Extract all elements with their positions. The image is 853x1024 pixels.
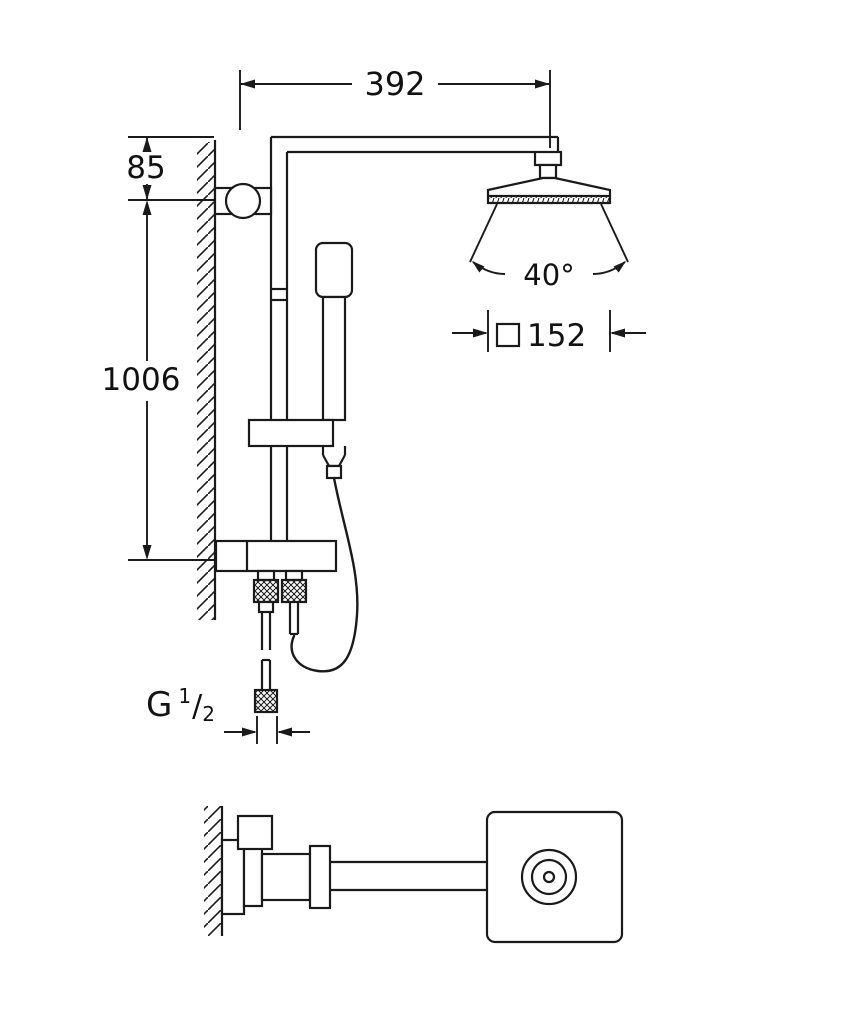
thread-slash: / — [192, 689, 203, 724]
connector-knurled-nut — [252, 578, 280, 604]
plan-valve-body — [260, 852, 312, 902]
thread-fitting — [253, 658, 279, 714]
plan-diverter-knob — [236, 814, 274, 851]
valve-body — [214, 539, 338, 573]
bracket-escutcheon — [224, 182, 262, 220]
square-symbol-icon — [495, 322, 521, 348]
arrow-right-icon — [535, 79, 550, 89]
wall-hatching — [197, 142, 215, 620]
plan-head-connector-center — [542, 870, 556, 884]
connector-step — [257, 600, 275, 614]
arrow-down-icon — [142, 545, 152, 560]
spray-angle-label: 40° — [523, 258, 574, 292]
handle-taper — [322, 454, 346, 468]
hand-shower-handle — [321, 295, 347, 422]
arrow-icon — [472, 261, 485, 273]
arrow-left-icon — [610, 328, 625, 338]
head-shower-nut — [533, 150, 563, 167]
arrow-right-icon — [242, 727, 257, 737]
arrow-right-icon — [473, 328, 488, 338]
thread-nut — [253, 688, 279, 714]
shower-hose — [290, 476, 359, 673]
dimension-152: 152 — [452, 310, 646, 354]
wall-section — [197, 140, 217, 620]
dimension-392: 392 — [239, 65, 551, 148]
head-shower-stem — [538, 163, 558, 180]
arrow-left-icon — [240, 79, 255, 89]
hand-shower-head — [314, 241, 354, 299]
spray-line-right — [600, 203, 629, 263]
arrow-up-icon — [142, 137, 152, 152]
thread-base: G — [146, 685, 172, 725]
spray-angle-annotation: 40° — [469, 203, 629, 292]
dimension-1006-label: 1006 — [102, 362, 181, 398]
connector-collar — [256, 569, 276, 582]
connector-collar — [284, 569, 304, 582]
arrow-icon — [613, 261, 626, 273]
dimension-152-label: 152 — [527, 318, 586, 354]
plan-valve-neck — [242, 846, 264, 908]
arrow-up-icon — [142, 200, 152, 215]
thread-sup: 1 — [178, 684, 191, 708]
plan-arm-flange — [308, 844, 332, 910]
dimension-85-label: 85 — [126, 150, 165, 186]
spray-face-nozzles — [489, 196, 609, 203]
spray-line-left — [469, 203, 498, 263]
plan-escutcheon — [220, 838, 246, 916]
plan-view — [204, 806, 624, 944]
arrow-left-icon — [277, 727, 292, 737]
bottom-valve — [214, 539, 338, 650]
shower-rail-and-arm — [269, 135, 560, 541]
dimension-1006: 1006 — [102, 200, 214, 561]
head-shower — [486, 150, 612, 205]
connector-knurled-nut — [280, 578, 308, 604]
hose-nut — [325, 464, 343, 480]
dimension-392-label: 392 — [364, 65, 425, 103]
slider-bracket — [247, 418, 335, 448]
dimension-85: 85 — [126, 136, 214, 201]
wall-bracket-top — [213, 182, 273, 220]
thread-sub: 2 — [202, 702, 215, 726]
wall-hatching — [204, 806, 222, 936]
arrow-down-icon — [142, 185, 152, 200]
hand-shower — [247, 241, 359, 673]
